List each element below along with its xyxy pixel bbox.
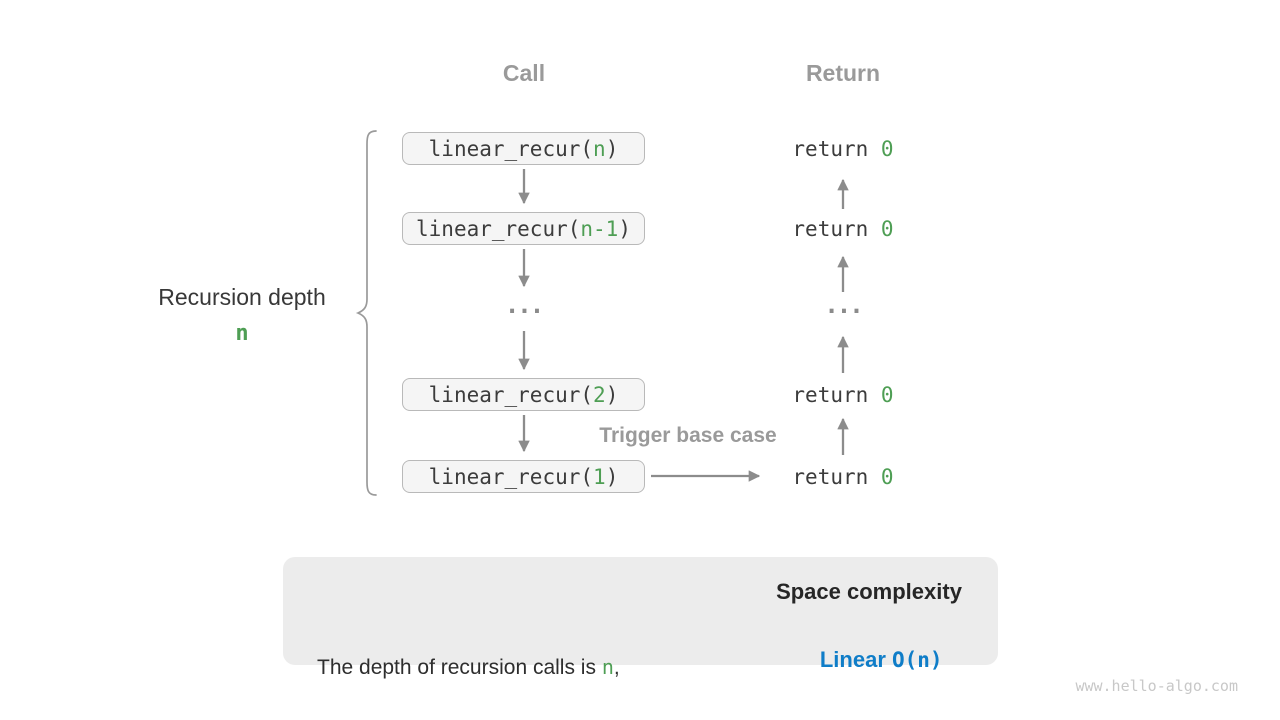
summary-line1-comma: , bbox=[613, 656, 620, 679]
call-box-n: linear_recur(n) bbox=[402, 132, 645, 165]
return-column-header: Return bbox=[805, 60, 881, 86]
space-complexity-title: Space complexity bbox=[776, 579, 962, 604]
code-text: linear_recur( bbox=[428, 464, 594, 489]
return-value: 0 bbox=[880, 382, 894, 407]
call-box-1: linear_recur(1) bbox=[402, 460, 645, 493]
summary-line1-text: The depth of recursion calls is bbox=[317, 656, 602, 679]
code-close: ) bbox=[618, 216, 631, 241]
return-row: return 0 bbox=[740, 132, 946, 165]
return-keyword: return bbox=[792, 216, 881, 241]
return-value: 0 bbox=[880, 464, 894, 489]
recursion-depth-label: Recursion depth bbox=[158, 284, 326, 310]
code-text: linear_recur( bbox=[428, 382, 594, 407]
return-row: return 0 bbox=[740, 212, 946, 245]
return-value: 0 bbox=[880, 216, 894, 241]
complexity-notation: O(n) bbox=[892, 648, 943, 672]
summary-panel bbox=[283, 557, 998, 665]
summary-line-1: The depth of recursion calls is n, bbox=[317, 648, 717, 687]
watermark: www.hello-algo.com bbox=[1075, 677, 1238, 695]
code-text: linear_recur( bbox=[428, 136, 594, 161]
code-arg: 2 bbox=[593, 382, 606, 407]
summary-text: The depth of recursion calls is n, using… bbox=[317, 572, 717, 720]
code-arg: n-1 bbox=[580, 216, 619, 241]
return-row: return 0 bbox=[740, 460, 946, 493]
call-column-header: Call bbox=[502, 60, 546, 86]
code-close: ) bbox=[605, 464, 619, 489]
return-value: 0 bbox=[880, 136, 894, 161]
summary-line1-var: n bbox=[601, 655, 614, 679]
return-keyword: return bbox=[792, 464, 881, 489]
call-box-n-1: linear_recur(n-1) bbox=[402, 212, 645, 245]
call-box-2: linear_recur(2) bbox=[402, 378, 645, 411]
call-ellipsis: ... bbox=[504, 291, 544, 319]
complexity-word: Linear bbox=[819, 647, 892, 672]
code-close: ) bbox=[605, 136, 619, 161]
return-keyword: return bbox=[792, 136, 881, 161]
return-ellipsis: ... bbox=[824, 291, 863, 319]
recursion-depth-value: n bbox=[235, 321, 249, 346]
space-complexity-value: Linear O(n) bbox=[764, 618, 974, 702]
return-row: return 0 bbox=[740, 378, 946, 411]
code-text: linear_recur( bbox=[416, 216, 581, 241]
return-keyword: return bbox=[792, 382, 881, 407]
code-close: ) bbox=[605, 382, 619, 407]
code-arg: 1 bbox=[593, 464, 606, 489]
code-arg: n bbox=[593, 136, 606, 161]
recursion-depth-brace-icon bbox=[355, 130, 377, 496]
trigger-base-case-label: Trigger base case bbox=[599, 424, 777, 447]
